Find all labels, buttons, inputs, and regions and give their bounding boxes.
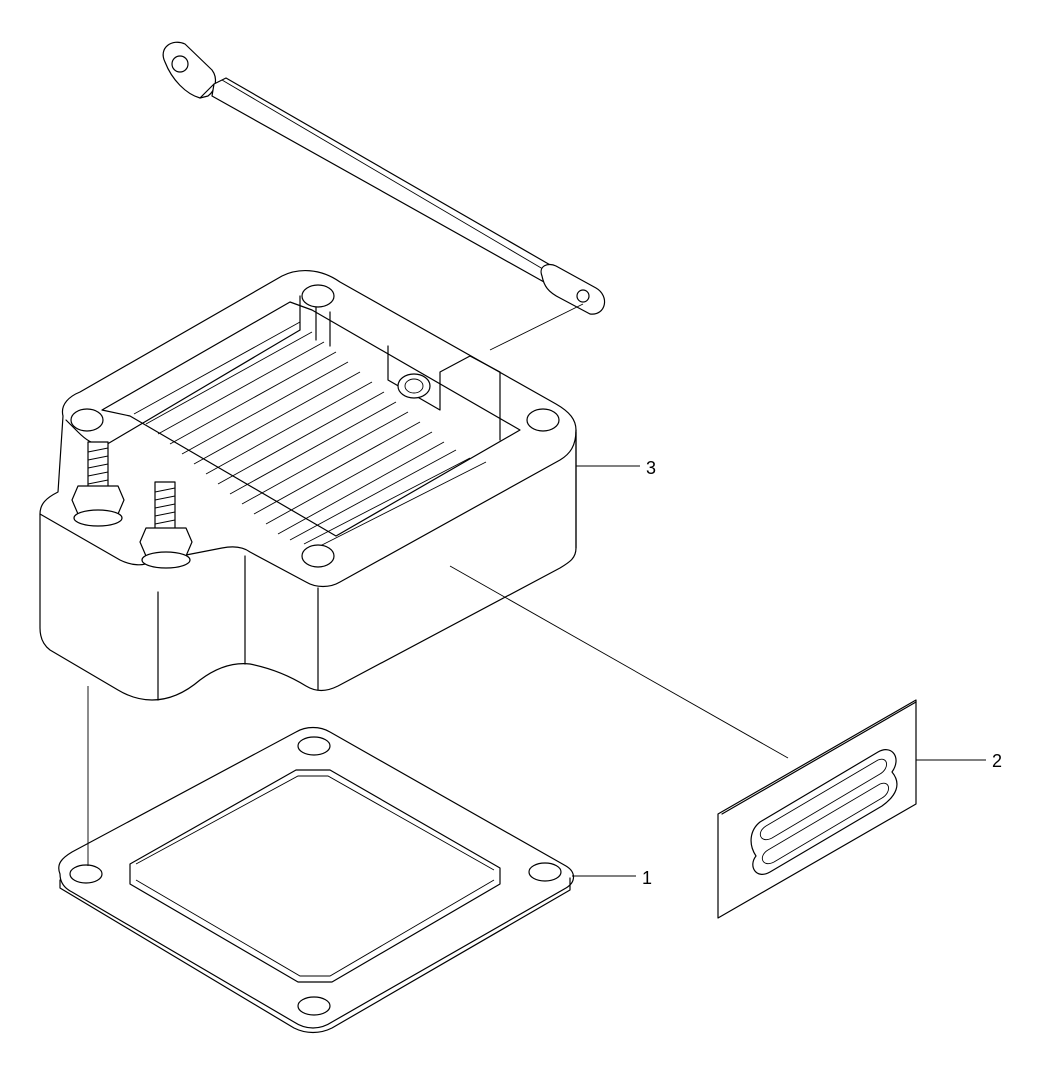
callout-1: 1 xyxy=(642,868,652,888)
housing-cavity xyxy=(101,301,521,537)
gasket-opening xyxy=(129,769,501,983)
gasket-outer xyxy=(58,726,575,1029)
cable-body xyxy=(211,77,553,283)
ground-strap-cable xyxy=(162,41,606,351)
gasket-hole-top xyxy=(297,736,331,756)
housing-outer xyxy=(39,270,577,701)
upper-lug-hole xyxy=(171,55,189,73)
terminal-stud-2 xyxy=(139,481,193,569)
rectifier-housing xyxy=(39,270,640,701)
housing-hole-top xyxy=(301,284,335,308)
housing-hole-right xyxy=(526,408,560,432)
gasket-hole-left xyxy=(69,864,103,884)
nameplate-slot-outline xyxy=(750,749,898,875)
cooling-fins xyxy=(133,321,487,547)
lower-lug-hole xyxy=(576,289,590,303)
gasket-hole-right xyxy=(528,862,562,882)
internal-terminal-stud xyxy=(397,373,431,399)
nameplate xyxy=(449,565,986,919)
nameplate-leader-line xyxy=(449,565,789,759)
callout-2: 2 xyxy=(992,751,1002,771)
cable-leader-line xyxy=(489,303,584,351)
housing-hole-front xyxy=(301,544,335,568)
housing-hole-left xyxy=(70,408,104,432)
callout-3: 3 xyxy=(646,458,656,478)
lower-ring-lug xyxy=(540,263,606,315)
terminal-stud-1 xyxy=(71,441,125,527)
gasket-plate xyxy=(58,686,636,1034)
gasket-hole-bottom xyxy=(297,996,331,1016)
